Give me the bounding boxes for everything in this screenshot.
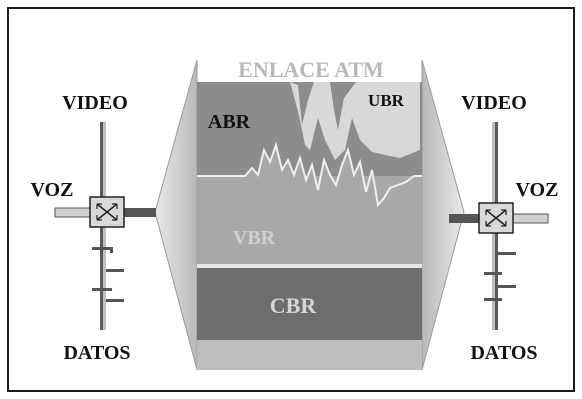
left-video-label: VIDEO — [62, 92, 128, 114]
left-tick-1 — [92, 247, 112, 250]
left-tick-3 — [92, 288, 112, 291]
left-node — [54, 122, 156, 330]
right-input-bar — [449, 214, 481, 223]
left-output-bar — [124, 208, 156, 217]
right-switch-arrows-icon — [485, 209, 507, 227]
right-tick-1 — [498, 252, 516, 255]
right-tick-4 — [484, 298, 502, 301]
outer-frame — [7, 7, 575, 392]
right-node — [449, 122, 549, 330]
abr-boundary-line — [197, 141, 422, 208]
right-switch-cross-icon — [485, 209, 507, 227]
left-funnel — [154, 59, 198, 371]
ubr-area — [290, 82, 420, 160]
link-bottom — [197, 340, 422, 370]
vbr-label: VBR — [233, 227, 276, 249]
right-tick-2 — [484, 272, 502, 275]
right-voz-label: VOZ — [516, 179, 559, 201]
left-voz-bar — [54, 207, 94, 218]
link-title: ENLACE ATM — [238, 57, 384, 82]
cbr-label: CBR — [270, 293, 318, 318]
cbr-area — [197, 268, 422, 340]
ubr-label: UBR — [368, 91, 405, 110]
band-separator — [197, 264, 422, 268]
right-tick-3 — [498, 285, 516, 288]
left-tick-1b — [110, 247, 113, 253]
abr-label: ABR — [208, 111, 251, 133]
right-datos-label: DATOS — [470, 342, 537, 364]
left-switch-arrows-icon — [96, 203, 118, 221]
left-voz-label: VOZ — [31, 179, 74, 201]
left-switch-cross-icon — [96, 203, 118, 221]
left-datos-label: DATOS — [63, 342, 130, 364]
left-tick-4 — [106, 299, 124, 302]
left-tick-2 — [106, 269, 124, 272]
vbr-peaks — [197, 145, 422, 266]
right-video-label: VIDEO — [461, 92, 527, 114]
right-voz-bar — [511, 213, 549, 224]
